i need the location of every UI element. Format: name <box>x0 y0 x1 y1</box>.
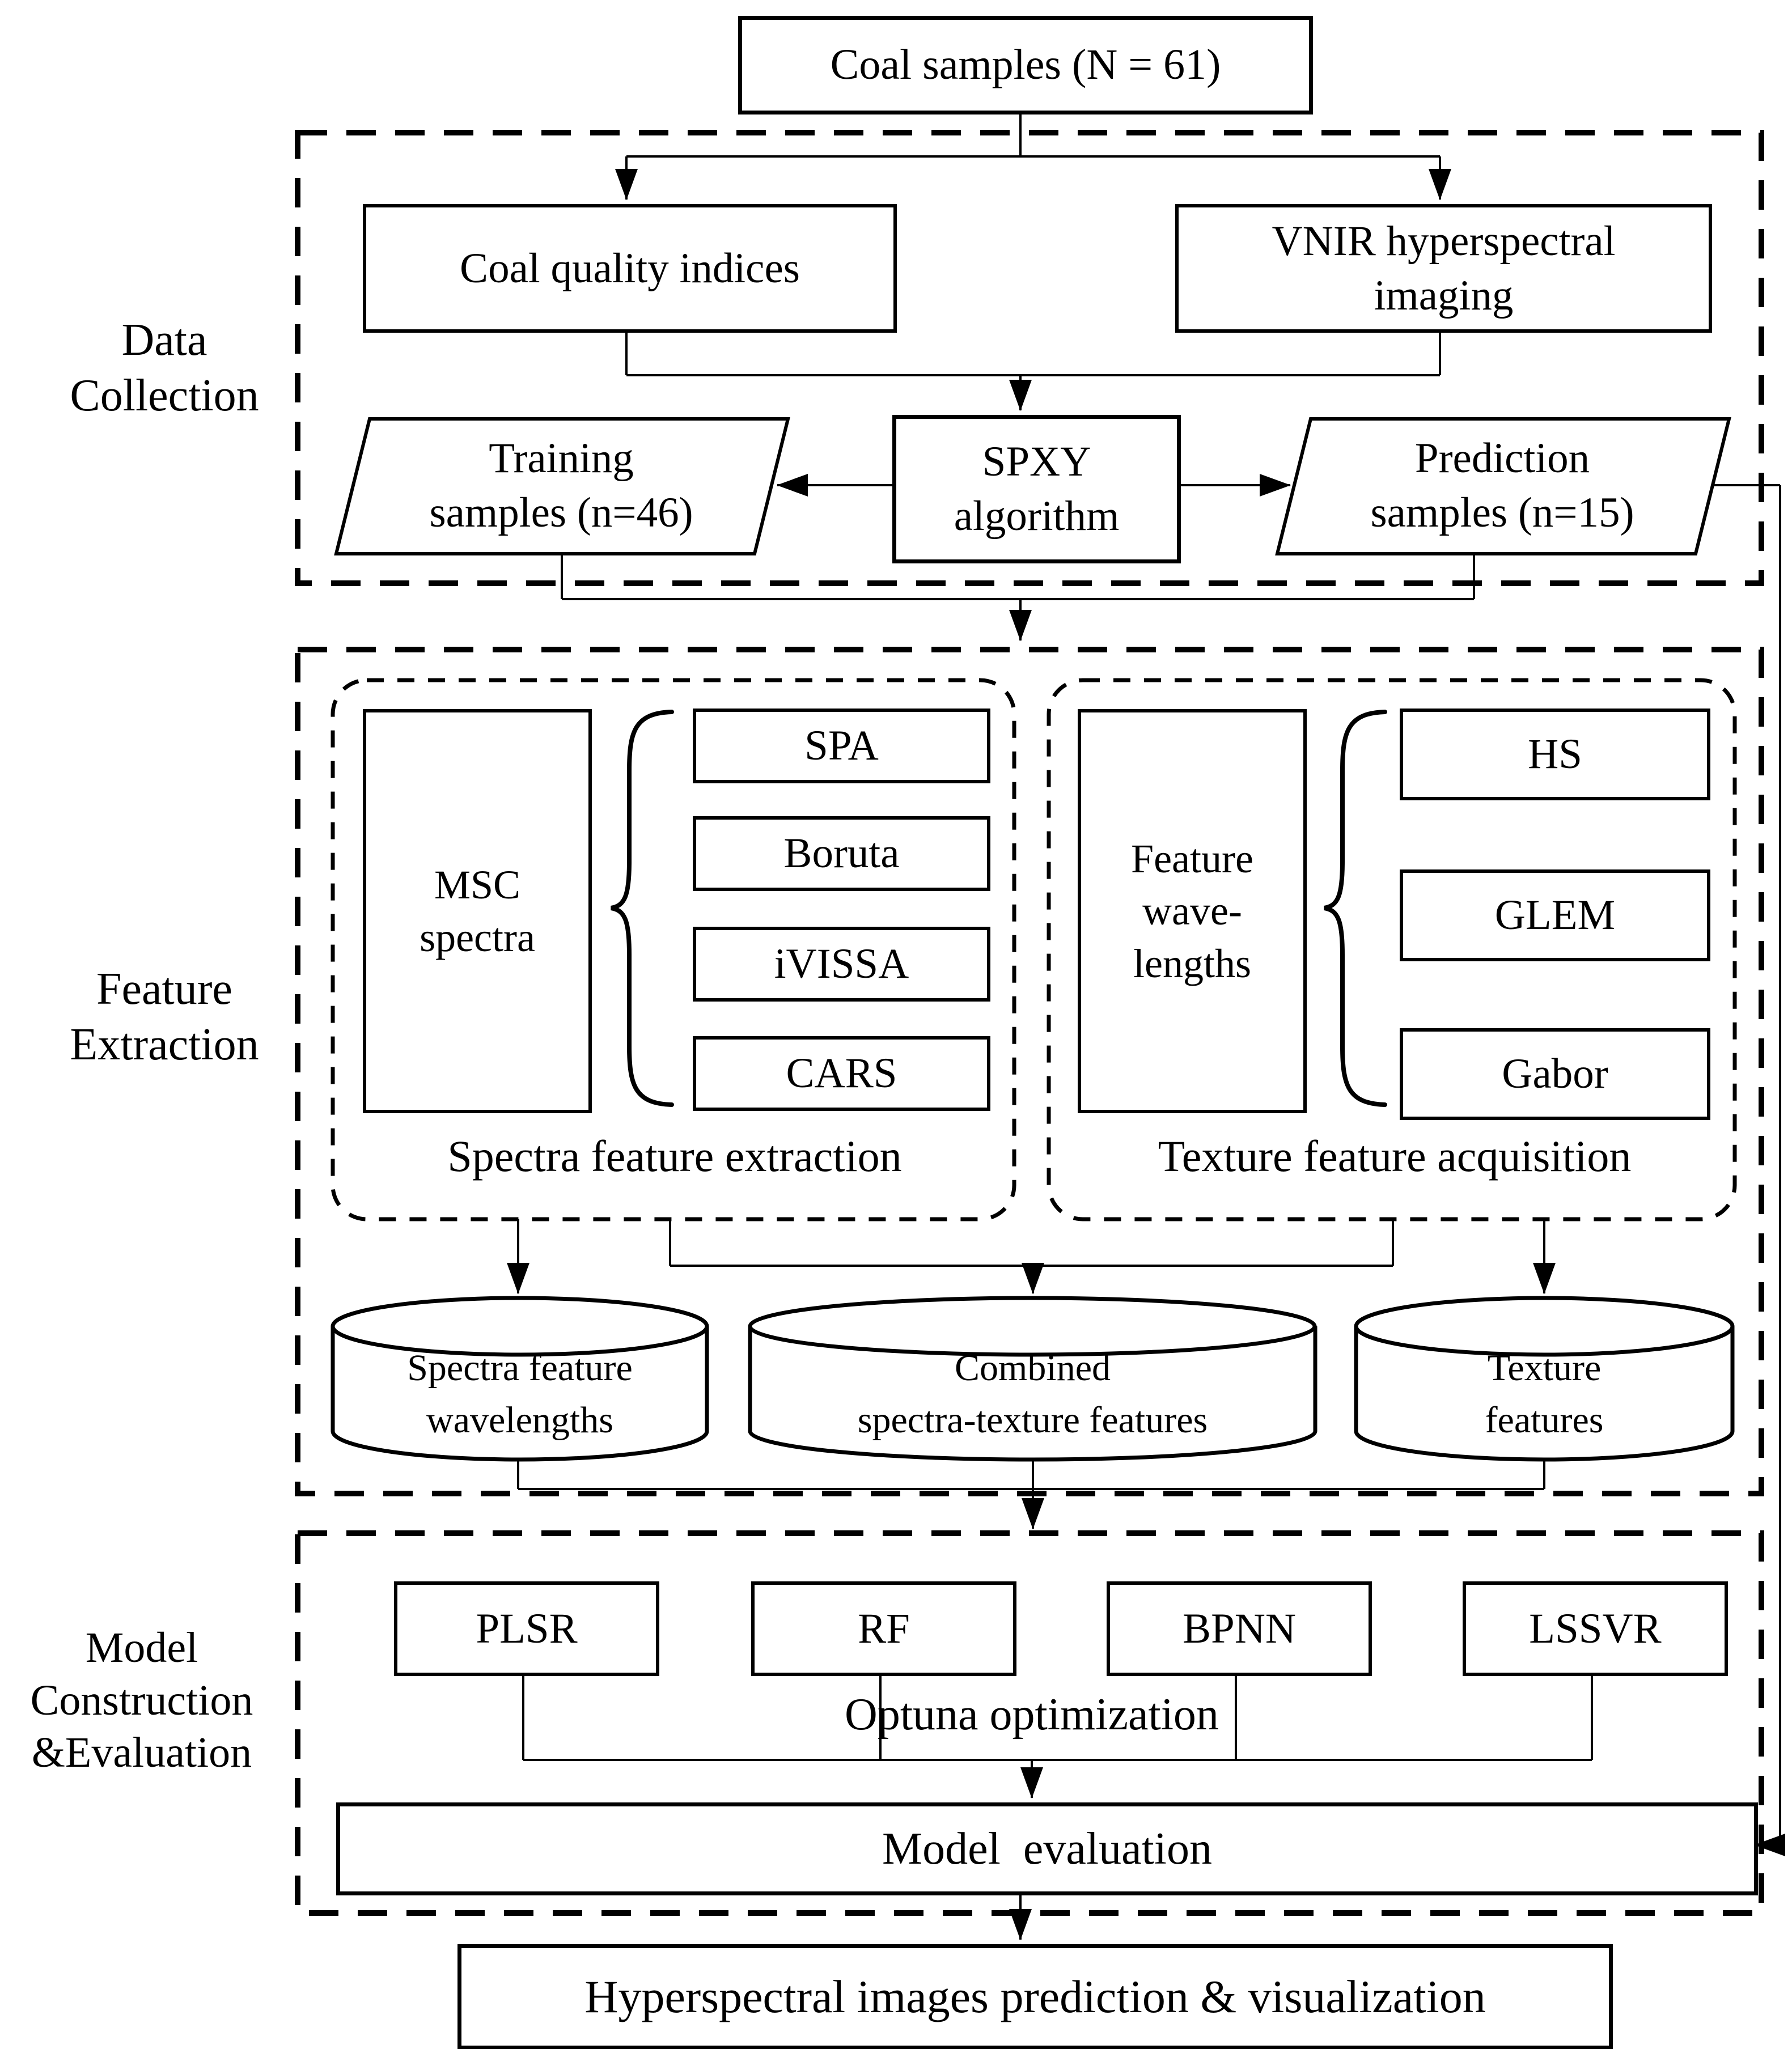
glem-label: GLEM <box>1494 892 1616 939</box>
spxy-label-line: SPXY <box>982 438 1091 485</box>
boruta-label: Boruta <box>783 830 900 877</box>
combined-features-cylinder <box>748 1296 1317 1462</box>
optuna-text: Optuna optimization <box>845 1689 1219 1740</box>
ivissa-label: iVISSA <box>774 940 909 987</box>
ivissa-box: iVISSA <box>693 927 990 1002</box>
output-box: Hyperspectral images prediction & visual… <box>457 1944 1613 2049</box>
datastore-label-line: spectra-texture features <box>857 1399 1208 1441</box>
training-samples-parallelogram <box>334 417 790 555</box>
vnir-label-line: VNIR hyperspectral <box>1272 217 1616 265</box>
fw-label-line: lengths <box>1133 940 1251 986</box>
section-label-line: Model <box>85 1623 198 1672</box>
section-label-line: Extraction <box>70 1020 259 1070</box>
spxy-label-line: algorithm <box>954 493 1120 540</box>
boruta-box: Boruta <box>693 816 990 891</box>
msc-label-line: spectra <box>420 914 535 960</box>
gabor-box: Gabor <box>1400 1028 1710 1120</box>
lssvr-label: LSSVR <box>1529 1605 1662 1652</box>
prediction-label-line: samples (n=15) <box>1370 489 1634 536</box>
lssvr-box: LSSVR <box>1463 1581 1728 1676</box>
coal-quality-indices-box: Coal quality indices <box>363 204 897 333</box>
section-label-feature-extraction: Feature Extraction <box>34 964 295 1071</box>
spxy-algorithm-box: SPXY algorithm <box>892 415 1181 563</box>
hs-box: HS <box>1400 709 1710 800</box>
glem-box: GLEM <box>1400 869 1710 961</box>
training-label-line: Training <box>489 435 634 482</box>
cars-label: CARS <box>786 1050 897 1097</box>
texture-group-caption: Texture feature acquisition <box>1057 1125 1732 1187</box>
datastore-label-line: Combined <box>955 1347 1111 1389</box>
bpnn-label: BPNN <box>1182 1605 1297 1652</box>
optuna-optimization-label: Optuna optimization <box>692 1686 1372 1743</box>
spectra-brace <box>611 710 674 1107</box>
coal-samples-label: Coal samples (N = 61) <box>830 41 1221 89</box>
data-collection-container <box>295 130 1764 586</box>
output-label: Hyperspectral images prediction & visual… <box>584 1970 1486 2022</box>
bpnn-box: BPNN <box>1107 1581 1372 1676</box>
texture-brace <box>1324 710 1387 1107</box>
section-label-line: Data <box>121 315 207 366</box>
hs-label: HS <box>1528 731 1582 778</box>
spectra-caption-label: Spectra feature extraction <box>447 1131 902 1181</box>
feature-wavelengths-box: Feature wave- lengths <box>1078 709 1307 1113</box>
feature-extraction-container <box>295 647 1764 1496</box>
spectra-feature-extraction-group <box>331 678 1016 1221</box>
vnir-imaging-box: VNIR hyperspectral imaging <box>1175 204 1712 333</box>
spectra-wavelengths-cylinder <box>331 1296 709 1462</box>
msc-spectra-box: MSC spectra <box>363 709 592 1113</box>
combined-datastore-label: Combined spectra-texture features <box>756 1340 1310 1448</box>
fw-label-line: wave- <box>1142 888 1242 934</box>
coal-quality-label: Coal quality indices <box>460 244 800 292</box>
section-label-data-collection: Data Collection <box>34 315 295 422</box>
datastore-label-line: Spectra feature <box>407 1347 633 1389</box>
section-label-line: Construction <box>30 1676 253 1724</box>
section-label-line: &Evaluation <box>31 1729 252 1777</box>
prediction-samples-parallelogram <box>1275 417 1731 555</box>
datastore-label-line: features <box>1485 1399 1604 1441</box>
training-label-line: samples (n=46) <box>429 489 693 536</box>
training-samples-label: Training samples (n=46) <box>363 426 760 545</box>
section-label-line: Feature <box>96 964 232 1015</box>
model-evaluation-label: Model evaluation <box>882 1823 1213 1874</box>
spa-label: SPA <box>804 722 879 769</box>
datastore-label-line: Texture <box>1487 1347 1602 1389</box>
spectra-group-caption: Spectra feature extraction <box>340 1125 1009 1187</box>
rf-label: RF <box>858 1605 910 1652</box>
spectra-datastore-label: Spectra feature wavelengths <box>338 1340 701 1448</box>
rf-box: RF <box>751 1581 1016 1676</box>
texture-features-cylinder <box>1354 1296 1735 1462</box>
coal-samples-box: Coal samples (N = 61) <box>738 16 1313 114</box>
msc-label-line: MSC <box>434 862 521 908</box>
prediction-label-line: Prediction <box>1414 435 1590 482</box>
datastore-label-line: wavelengths <box>426 1399 613 1441</box>
model-evaluation-box: Model evaluation <box>336 1802 1758 1895</box>
cars-box: CARS <box>693 1036 990 1111</box>
section-label-line: Collection <box>70 371 259 421</box>
texture-datastore-label: Texture features <box>1362 1340 1727 1448</box>
spa-box: SPA <box>693 709 990 783</box>
plsr-box: PLSR <box>394 1581 659 1676</box>
section-label-model-construction: Model Construction &Evaluation <box>6 1618 278 1783</box>
prediction-samples-label: Prediction samples (n=15) <box>1304 426 1701 545</box>
model-construction-container <box>295 1530 1764 1916</box>
texture-caption-label: Texture feature acquisition <box>1158 1131 1632 1181</box>
gabor-label: Gabor <box>1502 1050 1608 1097</box>
plsr-label: PLSR <box>476 1605 578 1652</box>
fw-label-line: Feature <box>1131 836 1253 882</box>
vnir-label-line: imaging <box>1374 271 1514 319</box>
